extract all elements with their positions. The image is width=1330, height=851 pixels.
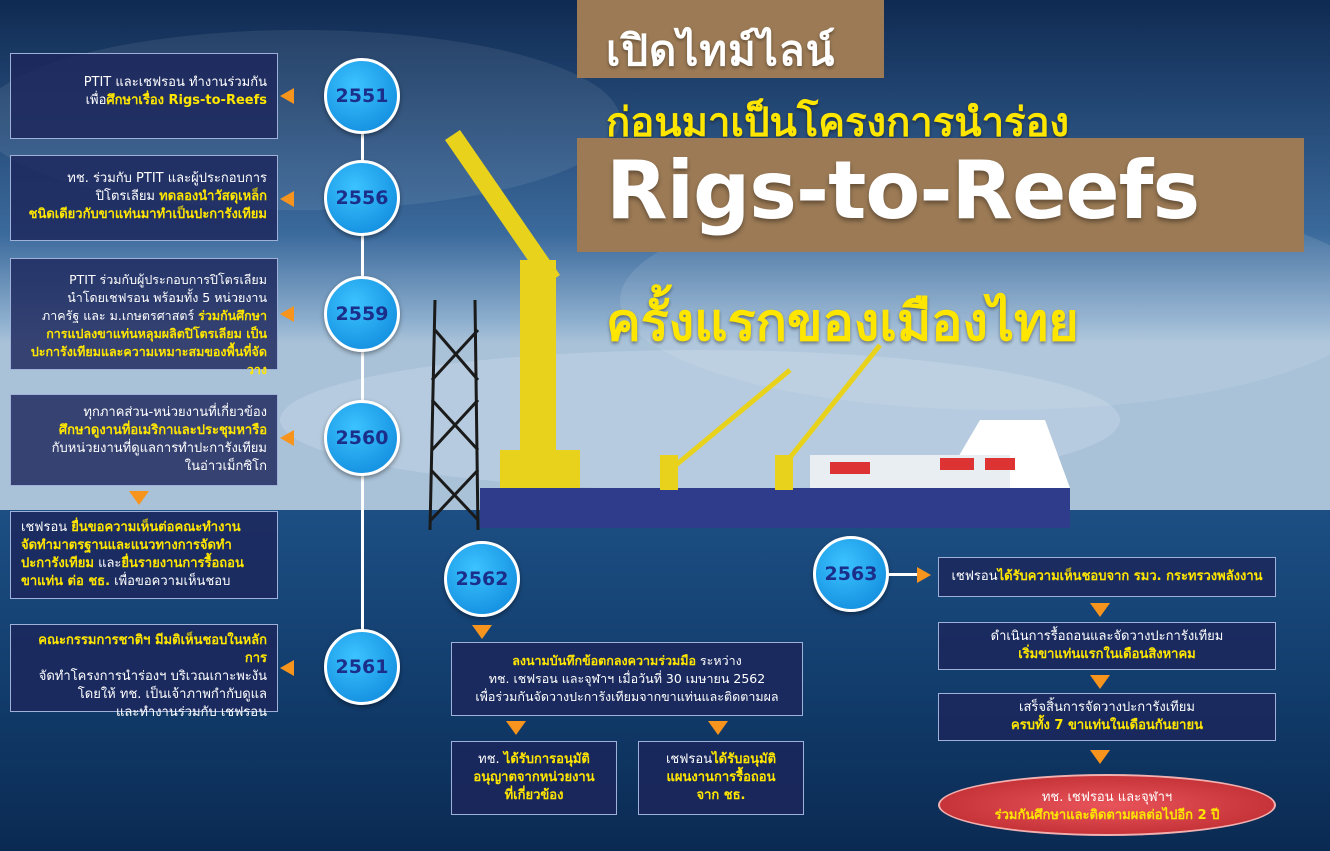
event-text: เชฟรอนได้รับอนุมัติ [665, 752, 777, 767]
arrow-icon [280, 191, 294, 207]
event-text: เสร็จสิ้นการจัดวางปะการังเทียม [1019, 700, 1195, 715]
drilling-rig [428, 130, 1070, 531]
event-text: เริ่มขาแท่นแรกในเดือนสิงหาคม [1018, 647, 1196, 662]
event-box-2562-approval-right: เชฟรอนได้รับอนุมัติ แผนงานการรื้อถอน จาก… [638, 741, 804, 815]
arrow-icon [708, 721, 728, 735]
event-text: จัดทำโครงการนำร่องฯ บริเวณเกาะพะงัน [38, 669, 267, 684]
event-text: ทช. เชฟรอน และจุฬาฯ เมื่อวันที่ 30 เมษาย… [488, 671, 766, 686]
event-text: ทช. เชฟรอน และจุฬาฯ [1041, 790, 1173, 805]
event-box-2560-submission: เชฟรอน ยื่นขอความเห็นต่อคณะทำงาน จัดทำมา… [10, 511, 278, 599]
arrow-icon [280, 88, 294, 104]
event-box-2556: ทช. ร่วมกับ PTIT และผู้ประกอบการ ปิโตรเล… [10, 155, 278, 241]
event-text: และทำงานร่วมกับ เชฟรอน [116, 705, 267, 720]
event-text: เพื่อร่วมกันจัดวางปะการังเทียมจากขาแท่นแ… [475, 689, 779, 704]
arrow-icon [1090, 675, 1110, 689]
event-text: PTIT และเชฟรอน ทำงานร่วมกัน [83, 75, 267, 90]
event-text: โดยให้ ทช. เป็นเจ้าภาพกำกับดูแล [77, 687, 267, 702]
event-text: ลงนามบันทึกข้อตกลงความร่วมมือ ระหว่าง [512, 653, 742, 668]
event-box-2563-installation-complete: เสร็จสิ้นการจัดวางปะการังเทียม ครบทั้ง 7… [938, 693, 1276, 741]
arrow-icon [1090, 750, 1110, 764]
year-circle-2556: 2556 [324, 160, 400, 236]
event-box-2563-installation-start: ดำเนินการรื้อถอนและจัดวางปะการังเทียม เร… [938, 622, 1276, 670]
event-text: การแปลงขาแท่นหลุมผลิตปิโตรเลียม เป็น [46, 326, 267, 341]
title-line-4: ครั้งแรกของเมืองไทย [606, 293, 1079, 353]
event-text: ทุกภาคส่วน-หน่วยงานที่เกี่ยวข้อง [83, 405, 267, 420]
event-text: ปะการังเทียมและความเหมาะสมของพื้นที่จัดว… [30, 344, 267, 377]
event-text: ขาแท่น ต่อ ชธ. เพื่อขอความเห็นชอบ [21, 574, 231, 589]
arrow-icon [472, 625, 492, 639]
title-background-top [577, 0, 884, 78]
arrow-icon [1090, 603, 1110, 617]
event-box-2559: PTIT ร่วมกับผู้ประกอบการปิโตรเลียม นำโดย… [10, 258, 278, 377]
timeline-connector-2563 [888, 573, 918, 576]
event-text: ปิโตรเลียม ทดลองนำวัสดุเหล็ก [95, 189, 267, 204]
year-circle-2560: 2560 [324, 400, 400, 476]
timeline-connector-left [361, 95, 364, 660]
year-circle-2563: 2563 [813, 536, 889, 612]
title-line-3: Rigs-to-Reefs [606, 144, 1200, 237]
event-box-2551: PTIT และเชฟรอน ทำงานร่วมกัน เพื่อศึกษาเร… [10, 53, 278, 139]
event-box-2562-mou: ลงนามบันทึกข้อตกลงความร่วมมือ ระหว่าง ทช… [451, 642, 803, 716]
event-text: ร่วมกันศึกษาและติดตามผลต่อไปอีก 2 ปี [994, 808, 1220, 823]
event-text: ครบทั้ง 7 ขาแท่นในเดือนกันยายน [1011, 718, 1203, 733]
title-background-main [577, 138, 1304, 252]
arrow-icon [129, 491, 149, 505]
year-circle-2551: 2551 [324, 58, 400, 134]
event-text: จัดทำมาตรฐานและแนวทางการจัดทำ [21, 538, 232, 553]
event-text: แผนงานการรื้อถอน [666, 770, 776, 785]
event-text: ดำเนินการรื้อถอนและจัดวางปะการังเทียม [990, 629, 1224, 644]
event-text: PTIT ร่วมกับผู้ประกอบการปิโตรเลียม [69, 272, 267, 287]
event-text: เชฟรอนได้รับความเห็นชอบจาก รมว. กระทรวงพ… [951, 569, 1263, 584]
arrow-icon [280, 660, 294, 676]
title-line-1: เปิดไทม์ไลน์ [606, 26, 836, 75]
event-text: อนุญาตจากหน่วยงาน [473, 770, 595, 785]
event-text: ศึกษาดูงานที่อเมริกาและประชุมหารือ [58, 423, 267, 438]
year-circle-2561: 2561 [324, 629, 400, 705]
event-box-2561: คณะกรรมการชาติฯ มีมติเห็นชอบในหลักการ จั… [10, 624, 278, 720]
final-outcome-oval: ทช. เชฟรอน และจุฬาฯ ร่วมกันศึกษาและติดตา… [938, 774, 1276, 836]
arrow-icon [917, 567, 931, 583]
event-text: เชฟรอน ยื่นขอความเห็นต่อคณะทำงาน [21, 520, 241, 535]
year-circle-2562: 2562 [444, 541, 520, 617]
event-text: ทช. ร่วมกับ PTIT และผู้ประกอบการ [67, 171, 267, 186]
event-text: ปะการังเทียม และยื่นรายงานการรื้อถอน [21, 556, 244, 571]
arrow-icon [280, 306, 294, 322]
event-text: คณะกรรมการชาติฯ มีมติเห็นชอบในหลักการ [38, 633, 267, 666]
event-text: ชนิดเดียวกับขาแท่นมาทำเป็นปะการังเทียม [28, 207, 267, 222]
event-box-2562-approval-left: ทช. ได้รับการอนุมัติ อนุญาตจากหน่วยงาน ท… [451, 741, 617, 815]
event-text: จาก ชธ. [696, 788, 746, 803]
arrow-icon [506, 721, 526, 735]
event-text: เพื่อศึกษาเรื่อง Rigs-to-Reefs [85, 93, 267, 108]
event-text: ที่เกี่ยวข้อง [504, 788, 564, 803]
event-box-2560: ทุกภาคส่วน-หน่วยงานที่เกี่ยวข้อง ศึกษาดู… [10, 394, 278, 486]
event-text: กับหน่วยงานที่ดูแลการทำปะการังเทียม [51, 441, 267, 456]
event-box-2563-approval: เชฟรอนได้รับความเห็นชอบจาก รมว. กระทรวงพ… [938, 557, 1276, 597]
arrow-icon [280, 430, 294, 446]
event-text: นำโดยเชฟรอน พร้อมทั้ง 5 หน่วยงาน [67, 290, 267, 305]
event-text: ภาครัฐ และ ม.เกษตรศาสตร์ ร่วมกันศึกษา [42, 308, 267, 323]
event-text: ในอ่าวเม็กซิโก [184, 459, 267, 474]
event-text: ทช. ได้รับการอนุมัติ [478, 752, 590, 767]
year-circle-2559: 2559 [324, 276, 400, 352]
